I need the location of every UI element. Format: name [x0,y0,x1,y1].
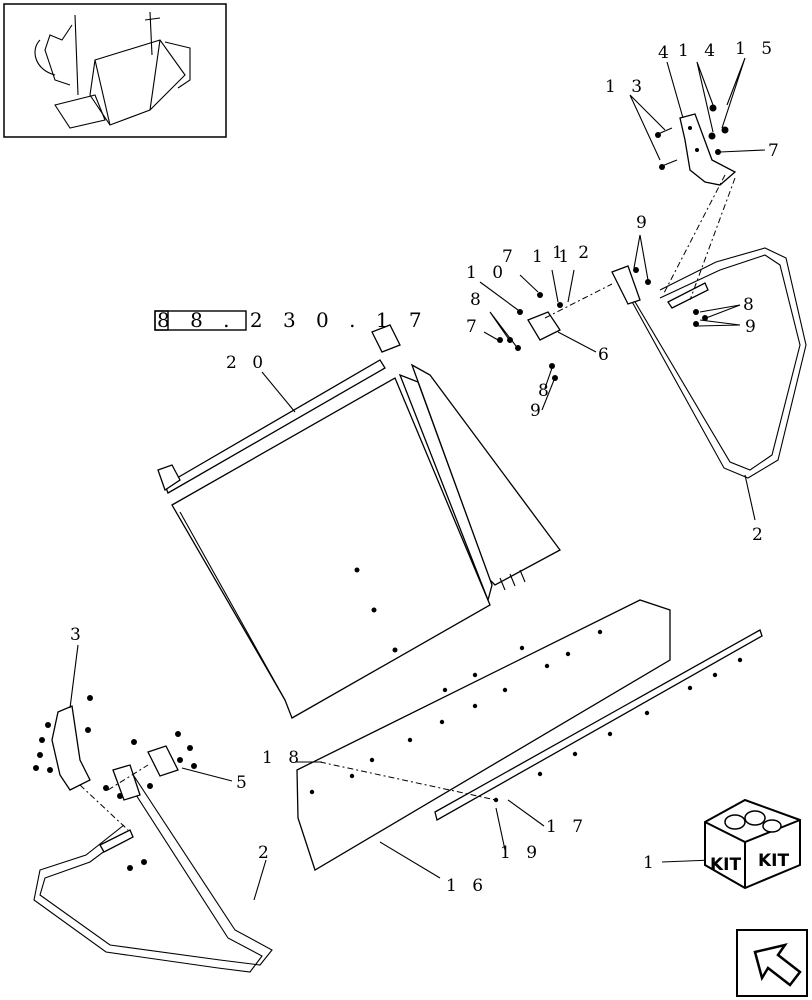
callout-labels: 1 3 4 1 4 1 5 7 9 7 1 1 1 2 1 0 8 7 6 8 … [70,39,784,896]
part-6-middle-bracket [527,311,561,341]
reference-box[interactable]: 8 8 . 2 3 0 . 1 7 [154,308,429,332]
part-20-flap-panel [157,324,561,719]
callout-2-left: 2 [258,843,274,863]
part-17-strip [434,629,763,821]
callout-3: 3 [70,625,86,645]
navigation-arrow-icon[interactable] [736,929,808,997]
callout-9-right: 9 [745,317,761,337]
kit-label-left: KIT [710,855,741,875]
callout-5: 5 [236,773,252,793]
callout-20: 2 0 [226,353,268,373]
machine-overview-thumbnail[interactable] [3,3,227,138]
callout-13: 1 3 [605,77,647,97]
callout-15: 1 5 [735,39,777,59]
callout-7-top: 7 [768,141,784,161]
callout-17: 1 7 [546,817,588,837]
callout-16: 1 6 [446,876,488,896]
part-3-lower-bracket [51,705,91,791]
reference-number: 8 8 . 2 3 0 . 1 7 [157,308,429,332]
callout-9-mid: 9 [530,401,546,421]
callout-7-left: 7 [466,317,482,337]
part-4-upper-bracket [679,113,737,186]
part-5-lower-bracket [147,745,179,777]
kit-box-icon: KIT KIT [704,798,801,890]
kit-label-right: KIT [758,851,789,871]
callout-6: 6 [598,345,614,365]
callout-1: 1 [643,853,659,873]
callout-4: 4 [658,43,674,63]
callout-8-mid: 8 [538,381,554,401]
callout-8-left: 8 [470,290,486,310]
callout-2-right: 2 [752,525,768,545]
callout-11: 1 1 [532,247,574,267]
callout-10: 1 0 [466,263,508,283]
callout-12: 1 2 [552,243,594,263]
callout-8-right: 8 [743,295,759,315]
leader-lines [69,57,766,901]
callout-9-top: 9 [636,213,652,233]
callout-7-mid: 7 [502,247,518,267]
hardware-fasteners [33,104,729,871]
part-2-left-handle [33,764,273,973]
callout-19: 1 9 [500,843,542,863]
part-16-lower-panel [296,599,671,871]
part-2-right-handle [611,247,807,479]
callout-18: 1 8 [262,748,304,768]
callout-14: 1 4 [678,41,720,61]
